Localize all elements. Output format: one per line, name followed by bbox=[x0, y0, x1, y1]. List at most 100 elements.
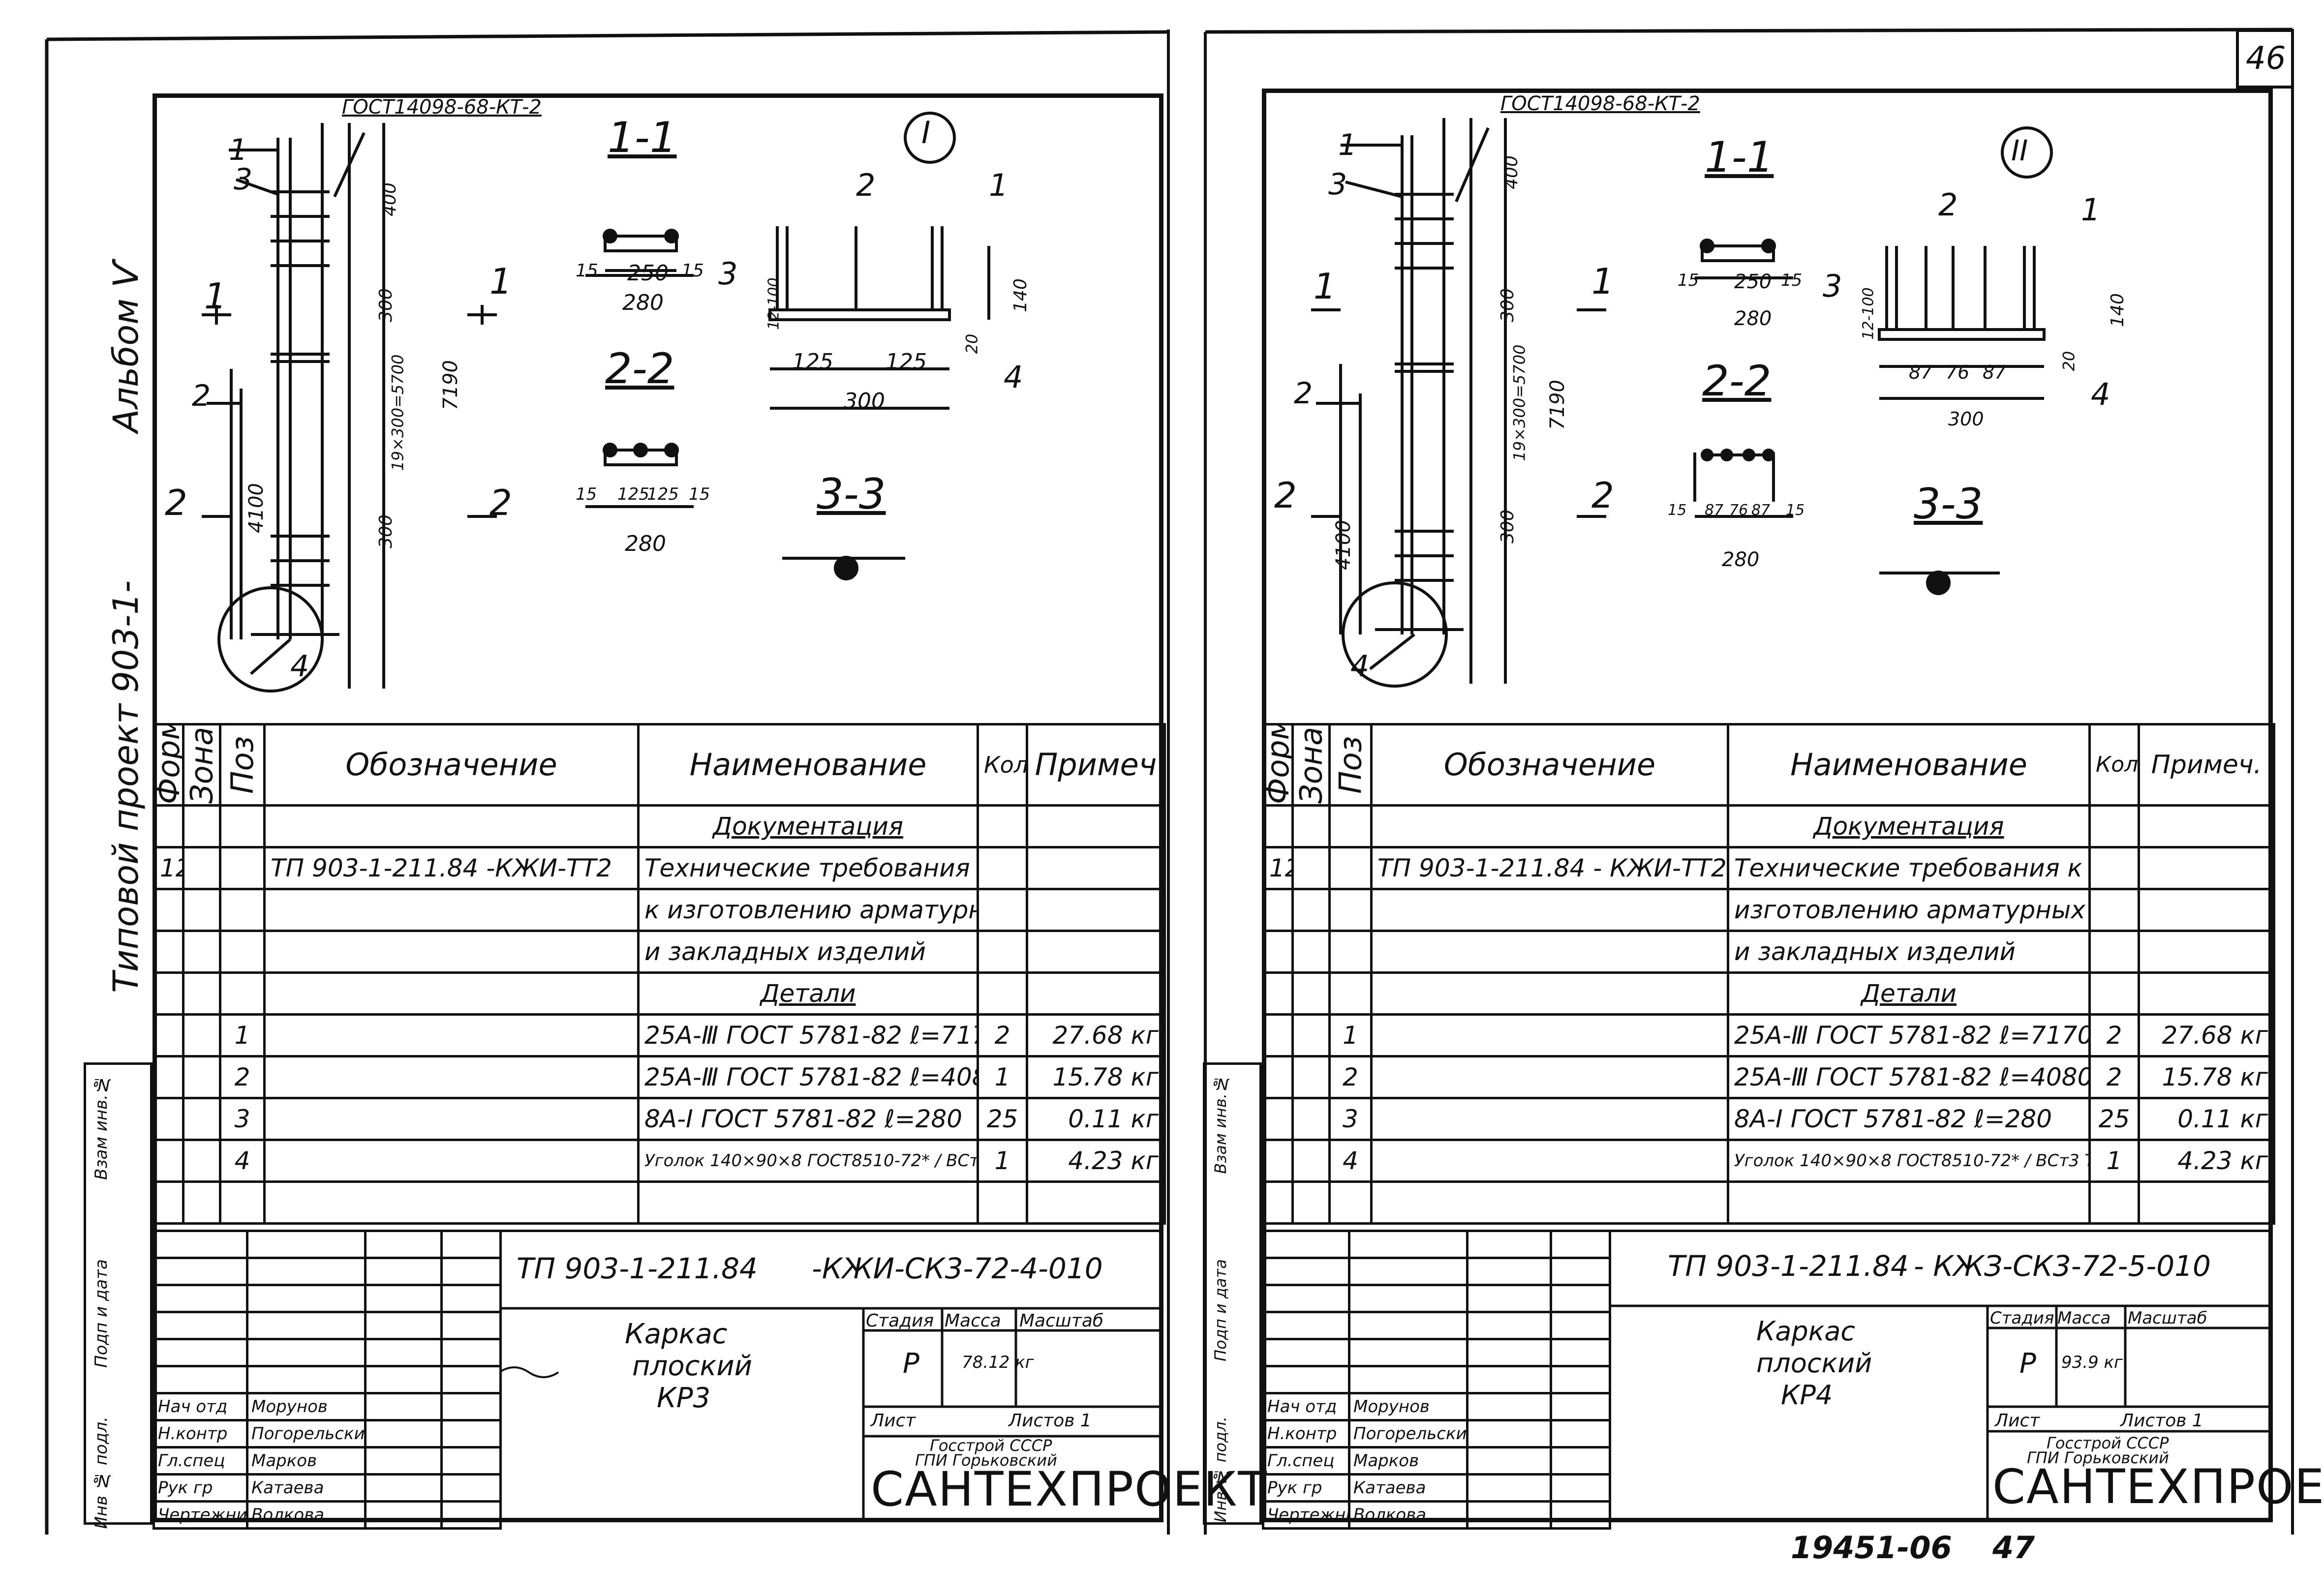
qty-cell bbox=[977, 846, 1028, 890]
section-title-2-2: 2-2 bbox=[605, 344, 674, 393]
zone-cell bbox=[1291, 1180, 1331, 1225]
th-pos-2: Поз bbox=[1329, 724, 1372, 806]
section-title-2-3-3: 3-3 bbox=[1914, 480, 1983, 529]
detail-h1: 12-100 bbox=[765, 277, 783, 330]
name-cell: Технические требования к bbox=[1727, 846, 2091, 890]
node-label-1: I bbox=[921, 115, 931, 151]
detail2-a: 87 bbox=[1909, 362, 1933, 383]
name-cell: и закладных изделий bbox=[1727, 930, 2091, 974]
gost-note-1: ГОСТ14098-68-КТ-2 bbox=[342, 96, 542, 119]
format-cell bbox=[153, 888, 184, 932]
zone-cell bbox=[182, 1139, 221, 1183]
item-name-2a: Каркас bbox=[1756, 1316, 1856, 1347]
s22-b: 125 bbox=[617, 484, 649, 504]
designation-cell bbox=[263, 971, 640, 1016]
s22-e-2: 15 bbox=[1786, 502, 1805, 519]
detail-h3: 20 bbox=[962, 333, 981, 354]
scale-label-2: Масштаб bbox=[2128, 1308, 2207, 1328]
pos-cell bbox=[1328, 846, 1373, 890]
qty-cell bbox=[2088, 846, 2140, 890]
detail2-mark-4: 4 bbox=[2091, 376, 2110, 412]
pos-mark-1c: 2 bbox=[192, 379, 211, 413]
s22-total-2: 280 bbox=[1722, 548, 1760, 571]
sidebar-label-2: Подп и дата bbox=[92, 1259, 111, 1368]
s11-total-2: 280 bbox=[1734, 307, 1772, 330]
note-cell bbox=[1026, 930, 1166, 974]
pos-cell: 4 bbox=[1328, 1139, 1373, 1183]
section-mark-2-1l: 1 bbox=[1314, 266, 1336, 307]
qty-cell bbox=[977, 804, 1028, 848]
left-stamp-column bbox=[84, 1062, 153, 1525]
format-cell bbox=[1262, 1180, 1294, 1225]
zone-cell bbox=[1291, 804, 1331, 848]
zone-cell bbox=[182, 1013, 221, 1057]
pos-cell bbox=[219, 1180, 266, 1225]
detail2-mark-1: 1 bbox=[2081, 192, 2101, 228]
name-cell: Уголок 140×90×8 ГОСТ8510-72* / ВСт3 ТУ14… bbox=[637, 1139, 979, 1183]
name-cell: 8А-Ⅰ ГОСТ 5781-82 ℓ=280 bbox=[1727, 1097, 2091, 1141]
s22-c-2: 76 bbox=[1729, 502, 1748, 519]
pos-mark-2b: 3 bbox=[1328, 167, 1347, 202]
table-row: и закладных изделий bbox=[1262, 930, 2275, 974]
section-mark-1-left: 1 bbox=[204, 275, 227, 317]
note-cell: 4.23 кг bbox=[2138, 1139, 2275, 1183]
note-cell: 4.23 кг bbox=[1026, 1139, 1166, 1183]
note-cell: 0.11 кг bbox=[2138, 1097, 2275, 1141]
org-1b: ГПИ Горьковский bbox=[915, 1451, 1057, 1470]
role-1-1: Н.контр bbox=[153, 1419, 248, 1448]
dim-1-c: 300 bbox=[375, 288, 396, 322]
pos-cell bbox=[1328, 971, 1373, 1016]
s11-side-r: 15 bbox=[681, 261, 704, 281]
designation-cell bbox=[263, 1055, 640, 1099]
doc-suffix-1: -КЖИ-СК3-72-4-010 bbox=[812, 1252, 1103, 1285]
spec-table-1: Формат Зона Поз Обозначение Наименование… bbox=[153, 723, 1166, 1225]
name-cell: к изготовлению арматурных bbox=[637, 888, 979, 932]
scale-label-1: Масштаб bbox=[1019, 1311, 1104, 1331]
designation-cell bbox=[263, 1180, 640, 1225]
s22-total: 280 bbox=[625, 531, 666, 556]
dim-2-total: 7190 bbox=[1546, 380, 1569, 430]
pos-mark-1a: 1 bbox=[229, 133, 248, 167]
section-mark-2-1r: 1 bbox=[1591, 261, 1614, 302]
zone-cell bbox=[182, 888, 221, 932]
note-cell bbox=[1026, 1180, 1166, 1225]
th-qty-1: Кол bbox=[977, 723, 1028, 807]
detail2-mark-2: 2 bbox=[1938, 187, 1958, 223]
pos-cell bbox=[219, 971, 266, 1016]
note-cell bbox=[1026, 971, 1166, 1016]
note-cell bbox=[2138, 1180, 2275, 1225]
table-row: 4 Уголок 140×90×8 ГОСТ8510-72* / ВСт3 ТУ1… bbox=[1262, 1139, 2275, 1183]
note-cell bbox=[2138, 930, 2275, 974]
detail-mark-4: 4 bbox=[1004, 359, 1023, 395]
note-cell bbox=[2138, 888, 2275, 932]
qty-cell: 1 bbox=[977, 1055, 1028, 1099]
sanproekt-logo-1: САНТЕХПРОЕКТ bbox=[871, 1462, 1268, 1517]
name-cell: 8А-Ⅰ ГОСТ 5781-82 ℓ=280 bbox=[637, 1097, 979, 1141]
format-cell bbox=[1262, 1097, 1294, 1141]
name-cell: Детали bbox=[637, 971, 979, 1016]
table-row: Детали bbox=[153, 971, 1166, 1016]
name-cell: Уголок 140×90×8 ГОСТ8510-72* / ВСт3 ТУ14… bbox=[1727, 1139, 2091, 1183]
pos-cell: 3 bbox=[219, 1097, 266, 1141]
section-title-3-3: 3-3 bbox=[817, 470, 886, 519]
detail-a: 125 bbox=[792, 349, 833, 374]
designation-cell bbox=[1370, 804, 1729, 848]
sidebar-label-4: Взам инв.№ bbox=[1211, 1075, 1230, 1174]
detail2-mark-3: 3 bbox=[1823, 268, 1842, 304]
format-cell bbox=[1262, 1013, 1294, 1057]
zone-cell bbox=[1291, 1013, 1331, 1057]
person-2-2: Марков bbox=[1348, 1446, 1468, 1476]
pos-cell bbox=[219, 846, 266, 890]
item-name-1a: Каркас bbox=[625, 1318, 728, 1350]
dim-1-top: 400 bbox=[379, 182, 400, 216]
designation-cell: ТП 903-1-211.84 -КЖИ-ТТ2 bbox=[263, 846, 640, 890]
format-cell bbox=[153, 1139, 184, 1183]
item-name-1b: плоский bbox=[632, 1350, 753, 1382]
pos-cell bbox=[1328, 888, 1373, 932]
name-cell: Документация bbox=[637, 804, 979, 848]
person-2-0: Морунов bbox=[1348, 1392, 1468, 1421]
